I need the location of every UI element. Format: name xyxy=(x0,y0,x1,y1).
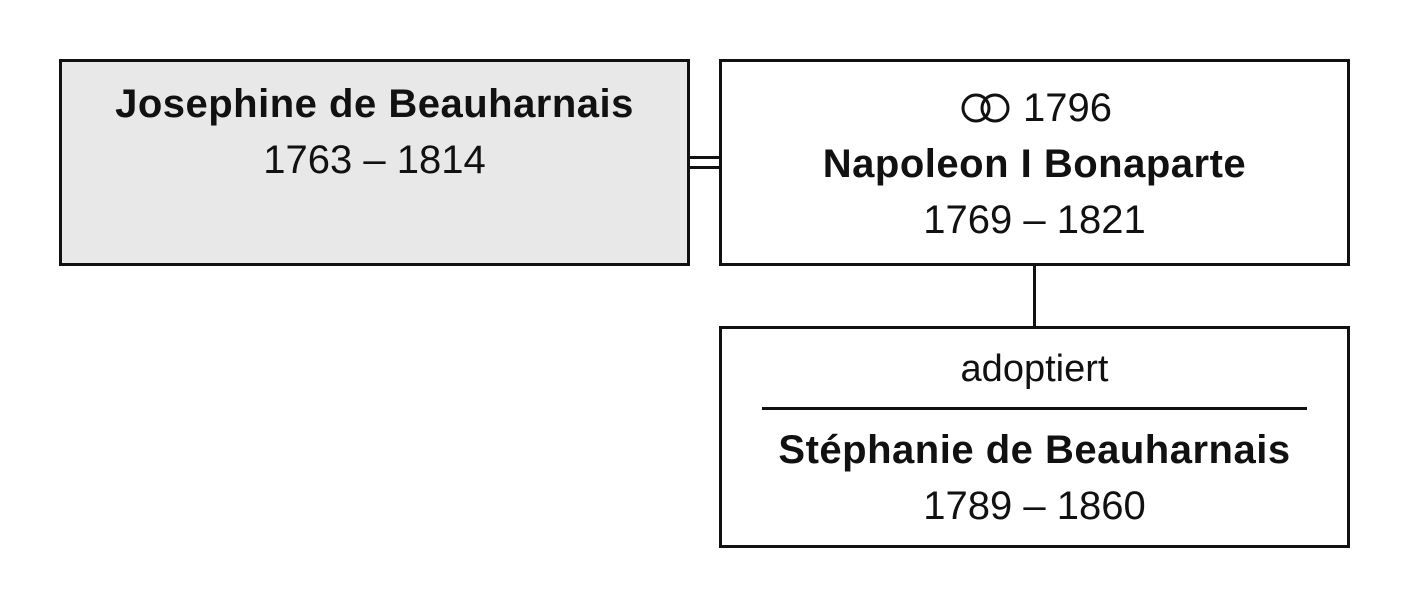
child-connector xyxy=(1033,266,1036,326)
person-name: Napoleon I Bonaparte xyxy=(822,142,1247,186)
marriage-connector-top xyxy=(690,156,719,159)
marriage-info: 1796 xyxy=(722,80,1347,136)
person-box-josephine: Josephine de Beauharnais 1763 – 1814 xyxy=(59,59,690,266)
person-name: Josephine de Beauharnais xyxy=(115,82,634,126)
marriage-connector-bottom xyxy=(690,166,719,169)
marriage-year: 1796 xyxy=(1023,86,1112,130)
person-dates: 1789 – 1860 xyxy=(923,484,1146,528)
relation-divider xyxy=(762,407,1307,410)
person-box-stephanie: adoptiert Stéphanie de Beauharnais 1789 … xyxy=(719,326,1350,548)
person-dates: 1769 – 1821 xyxy=(923,198,1146,242)
relation-note: adoptiert xyxy=(960,348,1109,390)
person-name: Stéphanie de Beauharnais xyxy=(778,428,1291,472)
person-dates: 1763 – 1814 xyxy=(263,138,486,182)
person-box-napoleon: 1796 Napoleon I Bonaparte 1769 – 1821 xyxy=(719,59,1350,266)
wedding-rings-icon xyxy=(961,93,1010,123)
